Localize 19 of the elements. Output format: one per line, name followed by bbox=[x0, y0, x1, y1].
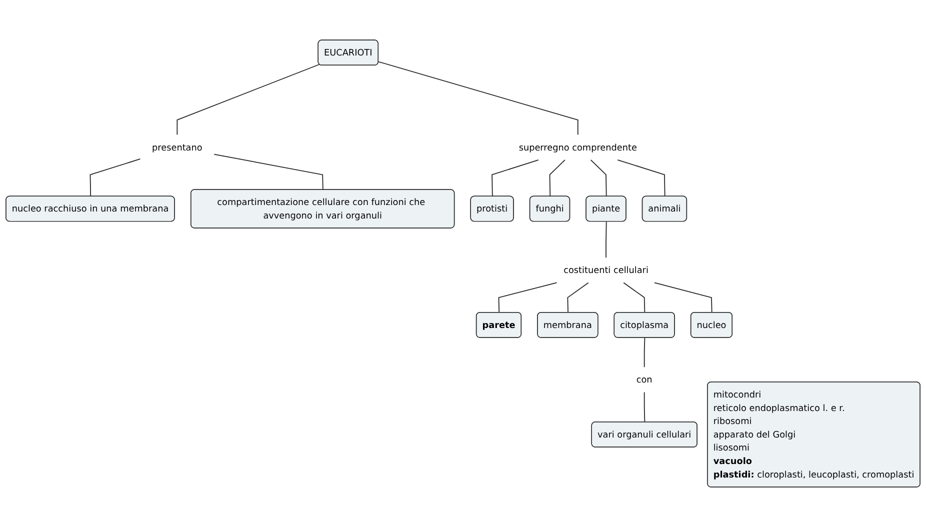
connector bbox=[567, 282, 589, 314]
connector bbox=[654, 282, 712, 314]
connector bbox=[498, 282, 558, 314]
node-text: presentano bbox=[152, 142, 202, 152]
connector bbox=[623, 282, 646, 314]
connector bbox=[492, 159, 539, 197]
connector bbox=[606, 221, 607, 258]
connector bbox=[644, 392, 646, 423]
node-text: superregno comprendente bbox=[518, 142, 637, 152]
node-text: costituenti cellulari bbox=[564, 264, 648, 276]
connector bbox=[90, 158, 141, 197]
connector bbox=[617, 159, 666, 197]
connector bbox=[549, 159, 566, 197]
connector bbox=[176, 64, 320, 136]
connector bbox=[644, 337, 646, 368]
connector bbox=[378, 61, 578, 136]
connector bbox=[590, 159, 607, 197]
connector bbox=[214, 154, 324, 190]
node-text: con bbox=[636, 374, 652, 385]
